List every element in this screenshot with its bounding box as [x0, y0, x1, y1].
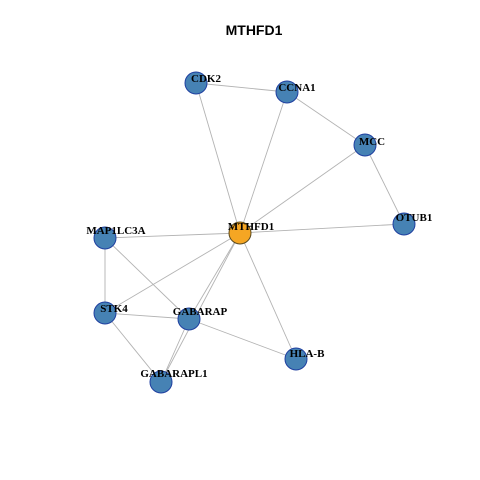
node-label-gabarapl1: GABARAPL1	[140, 368, 207, 380]
edge-cdk2-ccna1	[195, 82, 288, 93]
edge-mthfd1-otub1	[239, 223, 405, 234]
diagram-title: MTHFD1	[226, 22, 283, 38]
node-label-mcc: MCC	[359, 136, 385, 148]
node-label-cdk2: CDK2	[191, 73, 221, 85]
edge-mthfd1-map1lc3a	[104, 232, 241, 239]
node-label-mthfd1: MTHFD1	[228, 221, 274, 233]
node-gabarapl1[interactable]	[149, 370, 173, 394]
node-cdk2[interactable]	[184, 71, 208, 95]
node-otub1[interactable]	[392, 212, 416, 236]
edge-mthfd1-cdk2	[195, 82, 241, 234]
node-mthfd1[interactable]	[228, 221, 252, 245]
edge-mthfd1-ccna1	[239, 91, 288, 234]
node-mcc[interactable]	[353, 133, 377, 157]
node-label-map1lc3a: MAP1LC3A	[86, 225, 145, 237]
node-ccna1[interactable]	[275, 80, 299, 104]
edge-mthfd1-hla-b	[239, 232, 297, 360]
nodes-layer	[93, 71, 416, 394]
node-map1lc3a[interactable]	[93, 226, 117, 250]
edge-map1lc3a-gabarap	[104, 237, 190, 320]
edge-mthfd1-stk4	[104, 232, 241, 314]
node-stk4[interactable]	[93, 301, 117, 325]
edge-stk4-gabarap	[104, 312, 190, 320]
edge-mthfd1-mcc	[239, 144, 366, 234]
edge-stk4-gabarapl1	[104, 312, 162, 383]
edge-mthfd1-gabarapl1	[160, 232, 241, 383]
node-label-gabarap: GABARAP	[173, 306, 228, 318]
edge-ccna1-mcc	[286, 91, 366, 146]
node-label-ccna1: CCNA1	[278, 82, 315, 94]
node-label-stk4: STK4	[100, 303, 128, 315]
node-gabarap[interactable]	[177, 307, 201, 331]
edges-layer	[104, 82, 405, 383]
edge-mcc-otub1	[364, 144, 405, 225]
node-hla-b[interactable]	[284, 347, 308, 371]
node-label-hla-b: HLA-B	[290, 348, 326, 360]
edge-mthfd1-gabarap	[188, 232, 241, 320]
edge-gabarap-hla-b	[188, 318, 297, 360]
node-label-otub1: OTUB1	[396, 212, 433, 224]
